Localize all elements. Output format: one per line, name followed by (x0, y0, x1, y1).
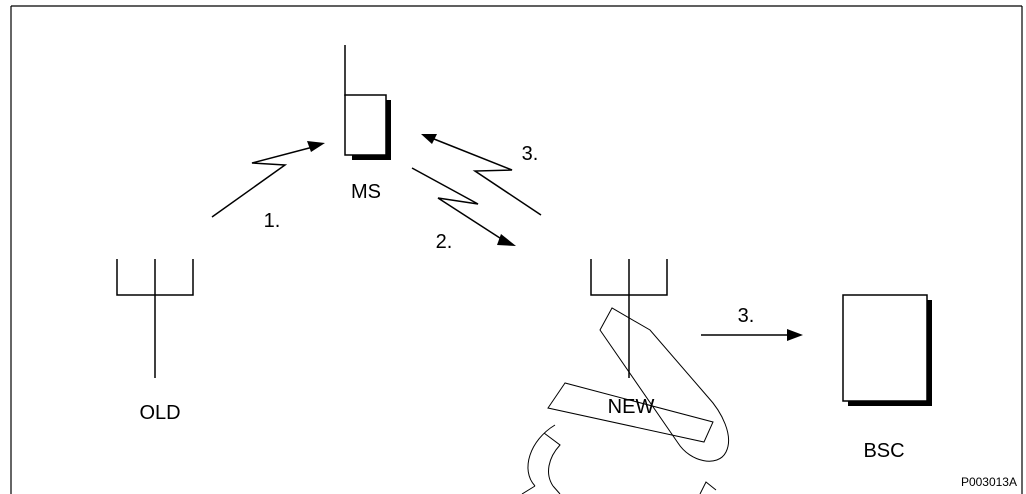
figure-id: P003013A (961, 475, 1017, 489)
old-label: OLD (139, 402, 180, 424)
step-1-label: 1. (264, 210, 281, 232)
old-antenna-icon (116, 259, 194, 378)
ms-label: MS (351, 181, 381, 203)
step-3-label-ms: 3. (522, 143, 539, 165)
step-2-label: 2. (436, 231, 453, 253)
bsc-label: BSC (863, 440, 904, 462)
mobile-station-icon (344, 45, 391, 160)
arrow-new-to-bsc (701, 329, 803, 341)
step-3-label-bsc: 3. (738, 305, 755, 327)
diagram-frame (10, 5, 1023, 494)
bsc-icon (842, 294, 932, 406)
new-antenna-icon (590, 259, 668, 378)
arrow-new-to-ms (421, 134, 542, 216)
arrow-old-to-ms (211, 141, 325, 218)
new-label: NEW (608, 396, 655, 418)
watermark-outline (521, 307, 730, 494)
arrow-ms-to-new (411, 167, 516, 246)
